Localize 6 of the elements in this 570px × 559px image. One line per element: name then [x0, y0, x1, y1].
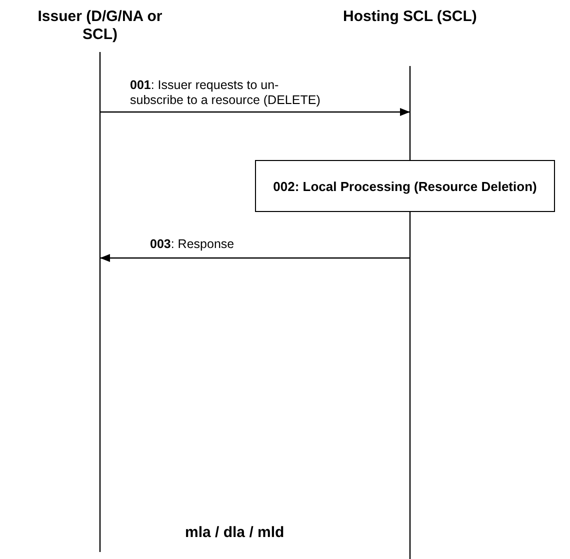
arrow [100, 108, 410, 116]
arrow [100, 254, 410, 262]
participant-heading: Issuer (D/G/NA or SCL) [36, 8, 164, 44]
participant-heading: Hosting SCL (SCL) [342, 8, 478, 26]
process-box: 002: Local Processing (Resource Deletion) [255, 160, 555, 212]
interface-label: mla / dla / mld [185, 525, 284, 540]
